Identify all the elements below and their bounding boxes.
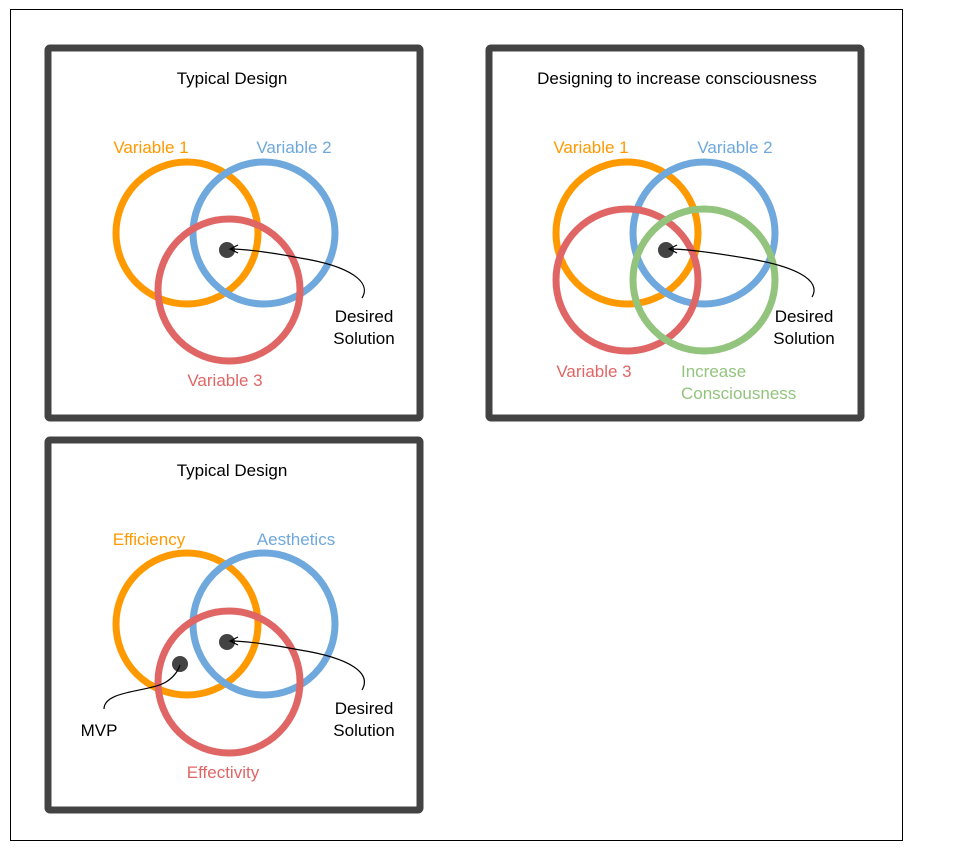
outer-border — [10, 9, 903, 841]
mvp-connector — [103, 664, 181, 710]
desired-solution-label-line2: Solution — [333, 721, 394, 740]
label-variable-1: Variable 1 — [113, 138, 188, 157]
label-effectivity: Effectivity — [187, 763, 260, 782]
desired-solution-dot — [219, 634, 235, 650]
panel-title: Typical Design — [177, 461, 288, 480]
desired-solution-arrow — [230, 640, 365, 691]
circle-effectivity — [154, 607, 304, 757]
arrowhead — [228, 244, 239, 254]
label-variable-2: Variable 2 — [256, 138, 331, 157]
desired-solution-label-line1: Desired — [335, 307, 394, 326]
circle-variable-3 — [552, 205, 702, 355]
desired-solution-arrow — [230, 248, 365, 299]
desired-solution-label-line1: Desired — [775, 307, 834, 326]
desired-solution-label-line2: Solution — [773, 329, 834, 348]
circle-variable-2 — [189, 158, 339, 308]
label-variable-1: Variable 1 — [553, 138, 628, 157]
circle-variable-1 — [112, 158, 262, 308]
desired-solution-label-line2: Solution — [333, 329, 394, 348]
label-increase-consciousness-line2: Consciousness — [681, 384, 796, 403]
label-efficiency: Efficiency — [113, 530, 186, 549]
panel-frame — [44, 436, 424, 814]
circle-increase-consciousness — [629, 205, 779, 355]
arrowhead — [667, 244, 678, 254]
panel-increase-consciousness: Designing to increase consciousness Vari… — [485, 44, 865, 422]
arrowhead — [228, 636, 239, 646]
label-variable-3: Variable 3 — [556, 362, 631, 381]
desired-solution-dot — [219, 242, 235, 258]
mvp-dot — [172, 656, 188, 672]
panel-frame — [485, 44, 865, 422]
label-variable-2: Variable 2 — [697, 138, 772, 157]
label-increase-consciousness-line1: Increase — [681, 362, 746, 381]
panel-frame — [44, 44, 424, 422]
panel-typical-design-mvp: Typical Design Efficiency Aesthetics Eff… — [44, 436, 424, 814]
desired-solution-dot — [658, 242, 674, 258]
mvp-label: MVP — [81, 721, 118, 740]
panel-title: Designing to increase consciousness — [537, 69, 817, 88]
circle-variable-2 — [629, 158, 779, 308]
circle-variable-1 — [552, 158, 702, 308]
label-aesthetics: Aesthetics — [257, 530, 335, 549]
circle-variable-3 — [154, 215, 304, 365]
panel-typical-design-variables: Typical Design Variable 1 Variable 2 Var… — [44, 44, 424, 422]
panel-title: Typical Design — [177, 69, 288, 88]
circle-efficiency — [112, 549, 262, 699]
desired-solution-arrow — [669, 248, 815, 298]
label-variable-3: Variable 3 — [187, 371, 262, 390]
desired-solution-label-line1: Desired — [335, 699, 394, 718]
